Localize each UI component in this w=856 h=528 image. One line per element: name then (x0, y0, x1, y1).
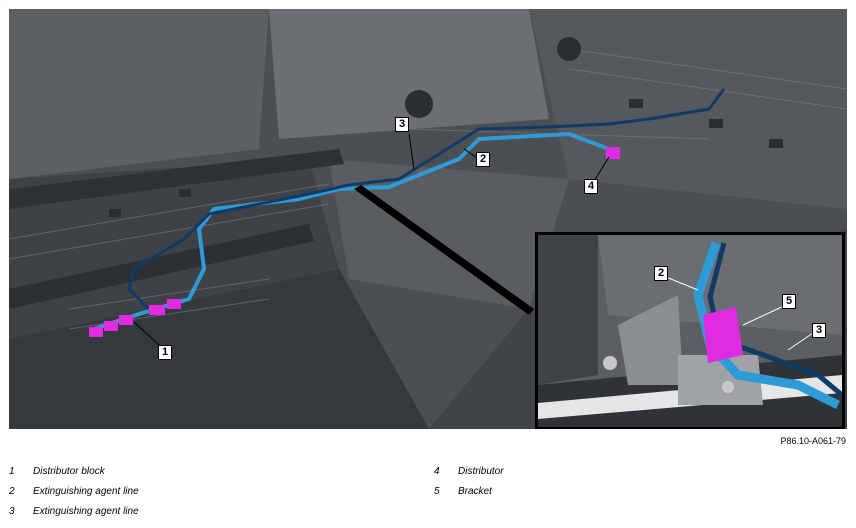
legend-number: 2 (9, 486, 15, 497)
extinguishing-agent-line-2 (93, 131, 610, 331)
inset-extinguishing-agent-line-2 (693, 241, 841, 410)
inset-callout-2: 2 (654, 266, 668, 281)
legend-number: 1 (9, 466, 15, 477)
callout-3: 3 (395, 117, 409, 132)
vehicle-underbody-illustration: 1 2 3 4 2 5 3 (9, 9, 847, 429)
legend-label: Bracket (458, 486, 492, 497)
inset-callout-5: 5 (782, 294, 796, 309)
bracket-detail-inset: 2 5 3 (535, 232, 845, 429)
distributor (606, 147, 620, 159)
callout-4: 4 (584, 179, 598, 194)
legend-label: Extinguishing agent line (33, 486, 139, 497)
legend-label: Distributor block (33, 466, 105, 477)
legend-label: Extinguishing agent line (33, 506, 139, 517)
legend-number: 4 (434, 466, 440, 477)
figure-code: P86.10-A061-79 (780, 436, 846, 446)
inset-drawing (538, 235, 842, 427)
distributor-block (89, 299, 181, 337)
callout-1: 1 (158, 345, 172, 360)
inset-callout-3: 3 (812, 323, 826, 338)
legend-number: 3 (9, 506, 15, 517)
legend-label: Distributor (458, 466, 504, 477)
extinguishing-agent-line-3 (127, 88, 726, 311)
callout-2: 2 (476, 152, 490, 167)
bracket (703, 307, 743, 363)
legend-number: 5 (434, 486, 440, 497)
